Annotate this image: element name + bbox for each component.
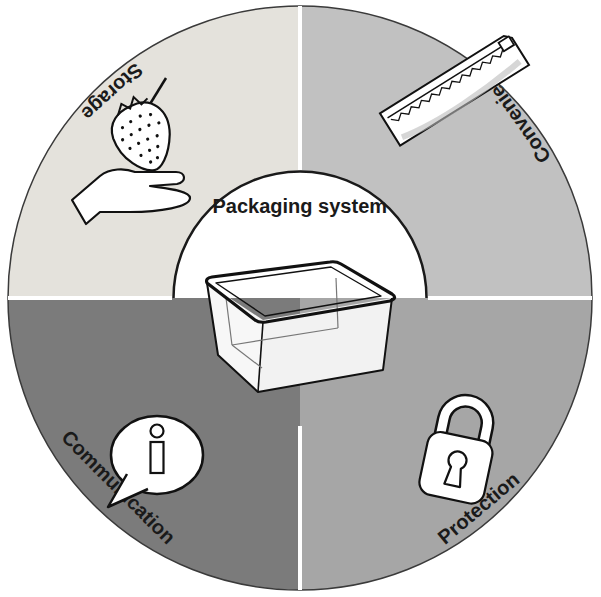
tray-inner-rim [216, 267, 381, 316]
tray-rim [207, 262, 395, 323]
tray-body [207, 283, 392, 392]
hand-icon [72, 169, 190, 224]
bag-outline [380, 33, 529, 146]
zipper-track [388, 47, 502, 118]
node-outline [8, 298, 300, 590]
tray-icon [207, 262, 395, 392]
zipper-slider [499, 36, 514, 51]
quadrant-sector [300, 298, 592, 590]
info-stem [151, 442, 164, 473]
zipper-teeth [391, 50, 506, 124]
padlock-shackle-outline [440, 397, 491, 445]
zipper-bag-icon [380, 33, 529, 146]
strawberry-body [101, 88, 184, 180]
divider-line [428, 296, 592, 300]
tray-inner-edge [336, 278, 338, 328]
tray-edge [258, 322, 263, 392]
center-title: Packaging system [213, 196, 388, 216]
strawberry-leaves [114, 92, 149, 115]
padlock-body [417, 430, 495, 506]
outer-ring [8, 6, 592, 590]
speech-bubble-seam [129, 473, 146, 486]
divider-line [298, 426, 302, 590]
strawberry-icon [72, 78, 190, 224]
communication-quadrant: Communication [8, 298, 300, 590]
tray-inner-edge [232, 345, 262, 368]
protection-quadrant: Protection [300, 298, 592, 590]
padlock-icon [417, 394, 502, 506]
tray-front-shade [258, 298, 392, 392]
strawberry-stem [150, 78, 166, 104]
tray-inner-edge [226, 298, 232, 345]
divider-line [298, 6, 302, 170]
bag-shading [401, 61, 523, 141]
tray-inner-edge [232, 328, 338, 345]
speech-bubble [111, 416, 203, 494]
strawberry-seeds [115, 108, 175, 171]
divider-line [8, 296, 172, 300]
padlock-shackle [440, 397, 491, 445]
strawberry-fruit [104, 95, 185, 181]
info-dot [151, 425, 164, 438]
padlock-keyhole [443, 450, 468, 487]
info-bubble-icon [108, 416, 203, 507]
tray-side-shade [207, 283, 263, 392]
quadrant-sector [8, 298, 300, 590]
speech-bubble-tail [108, 474, 148, 507]
